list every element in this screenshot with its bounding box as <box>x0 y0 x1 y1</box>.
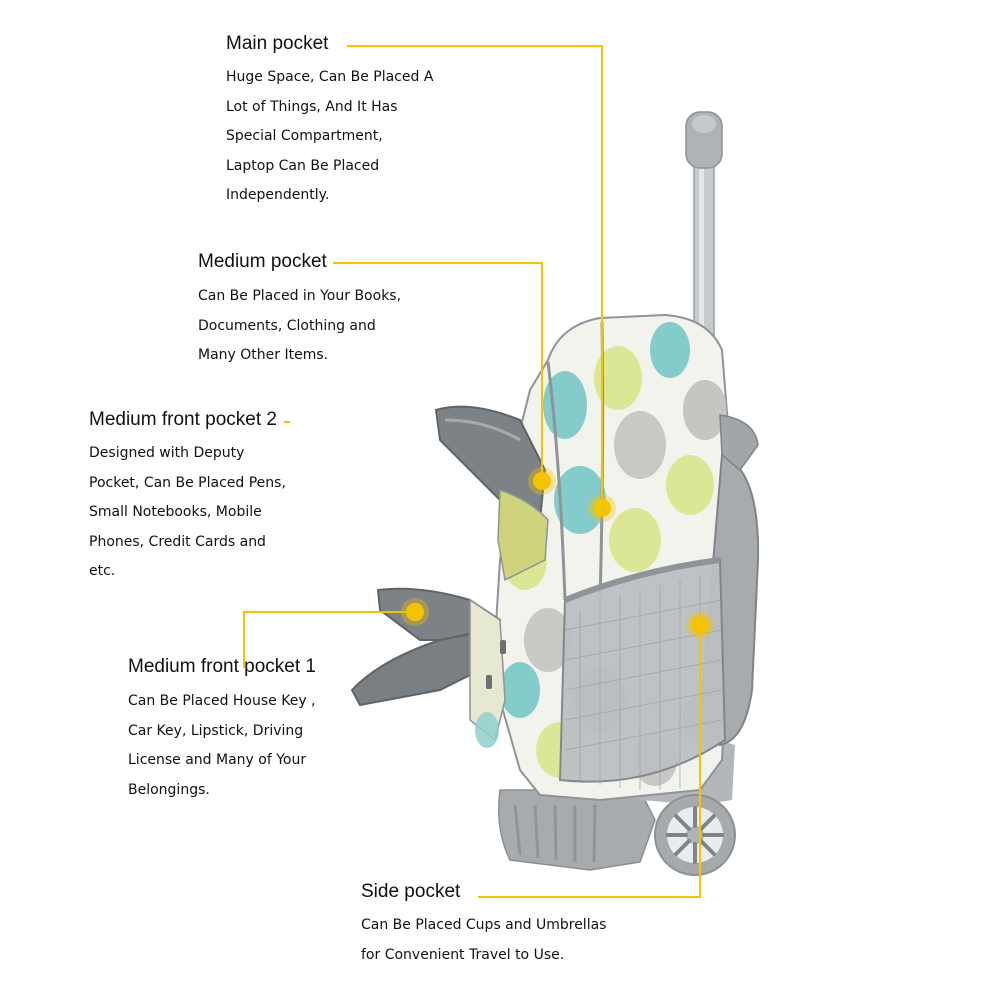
medium-front-pocket-1-title: Medium front pocket 1 <box>128 656 316 677</box>
main-pocket-description: Huge Space, Can Be Placed A Lot of Thing… <box>226 63 433 211</box>
callout-leader-lines <box>243 45 701 898</box>
callout-dots <box>401 467 714 639</box>
description-line: for Convenient Travel to Use. <box>361 946 565 963</box>
side-pocket-title: Side pocket <box>361 881 461 902</box>
description-line: Designed with Deputy <box>89 445 245 461</box>
description-line: Many Other Items. <box>198 347 329 363</box>
description-line: etc. <box>89 563 116 579</box>
description-line: Lot of Things, And It Has <box>226 98 398 115</box>
description-line: Pocket, Can Be Placed Pens, <box>89 474 286 491</box>
description-line: Huge Space, Can Be Placed A <box>226 69 434 85</box>
trolley-handle <box>685 111 723 361</box>
description-line: Independently. <box>226 187 330 203</box>
medium-front-pocket-1-description: Can Be Placed House Key , Car Key, Lipst… <box>128 687 316 805</box>
description-line: Small Notebooks, Mobile <box>89 504 262 520</box>
main-pocket-title: Main pocket <box>226 33 329 54</box>
medium-front-pocket-2-title: Medium front pocket 2 <box>89 409 277 430</box>
description-line: Can Be Placed in Your Books, <box>198 288 402 304</box>
medium-pocket-title: Medium pocket <box>198 251 327 272</box>
medium-pocket-description: Can Be Placed in Your Books, Documents, … <box>198 282 401 371</box>
medium-front-pocket-2-description: Designed with Deputy Pocket, Can Be Plac… <box>89 439 286 587</box>
description-line: Documents, Clothing and <box>198 317 376 334</box>
description-line: Can Be Placed House Key , <box>128 693 316 709</box>
open-pocket-flaps <box>350 405 549 748</box>
description-line: License and Many of Your <box>128 752 307 768</box>
description-line: Can Be Placed Cups and Umbrellas <box>361 917 607 933</box>
description-line: Phones, Credit Cards and <box>89 533 266 550</box>
description-line: Car Key, Lipstick, Driving <box>128 722 304 739</box>
description-line: Laptop Can Be Placed <box>226 157 380 174</box>
side-mesh-pocket <box>558 414 760 790</box>
description-line: Special Compartment, <box>226 128 383 144</box>
side-pocket-description: Can Be Placed Cups and Umbrellas for Con… <box>361 911 606 970</box>
description-line: Belongings. <box>128 781 210 798</box>
